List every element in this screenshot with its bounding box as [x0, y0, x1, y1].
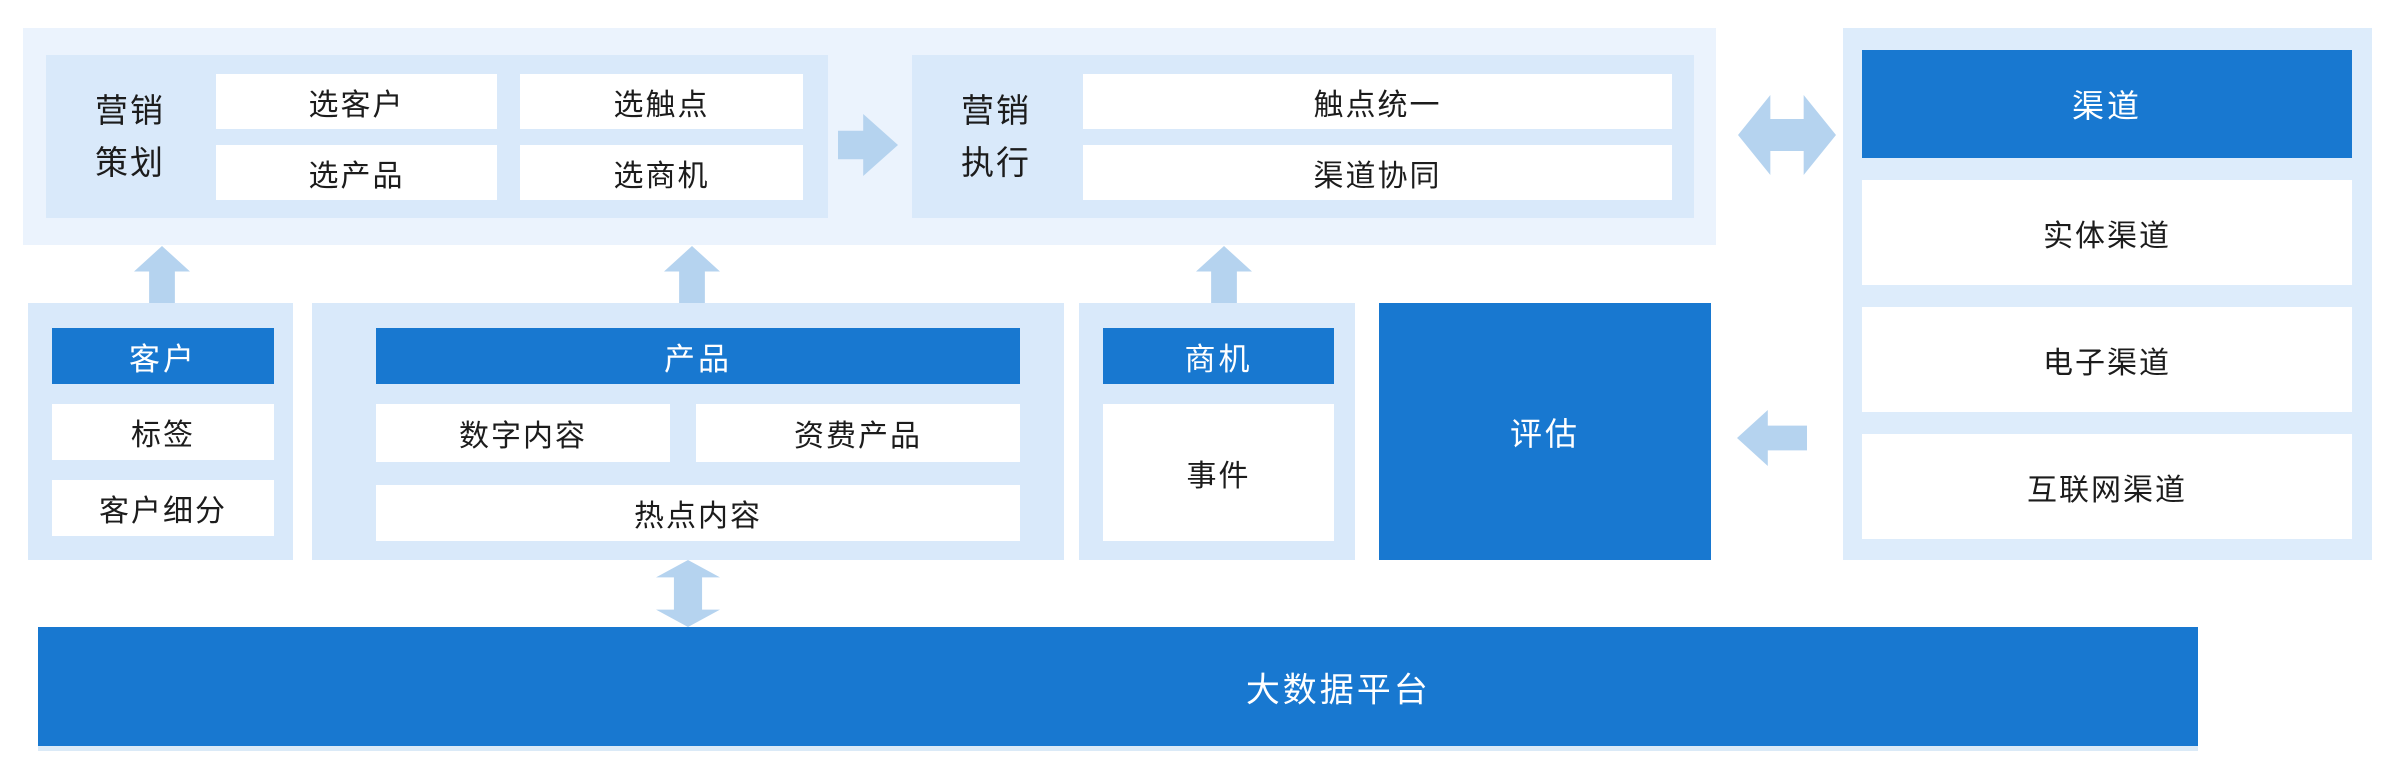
evaluation-box: 评估 [1379, 303, 1711, 560]
channel-coordination-box: 渠道协同 [1083, 145, 1672, 200]
tag-box: 标签 [52, 404, 274, 460]
marketing-execution-label: 营销 执行 [961, 92, 1031, 181]
select-opportunity-box: 选商机 [520, 145, 803, 200]
customer-segmentation-box: 客户细分 [52, 480, 274, 536]
arrow-customer-up-icon [134, 246, 190, 304]
physical-channel-box: 实体渠道 [1862, 180, 2352, 285]
event-box: 事件 [1103, 404, 1334, 541]
arrow-opportunity-up-icon [1196, 246, 1252, 304]
tariff-product-box: 资费产品 [696, 404, 1020, 462]
digital-content-box: 数字内容 [376, 404, 670, 462]
internet-channel-box: 互联网渠道 [1862, 434, 2352, 539]
electronic-channel-box: 电子渠道 [1862, 307, 2352, 412]
double-arrow-product-platform-icon [656, 560, 720, 627]
product-header: 产品 [376, 328, 1020, 384]
select-customer-box: 选客户 [216, 74, 497, 129]
customer-header: 客户 [52, 328, 274, 384]
channel-header: 渠道 [1862, 50, 2352, 158]
opportunity-header: 商机 [1103, 328, 1334, 384]
select-product-box: 选产品 [216, 145, 497, 200]
bigdata-platform-label: 大数据平台 [1245, 671, 1431, 709]
arrow-channel-to-evaluation-icon [1737, 410, 1807, 466]
double-arrow-execution-channel-icon [1738, 95, 1836, 175]
hot-content-box: 热点内容 [376, 485, 1020, 541]
bigdata-platform-bar: 大数据平台 [38, 627, 2198, 746]
marketing-planning-label: 营销 策划 [95, 92, 165, 181]
touchpoint-unification-box: 触点统一 [1083, 74, 1672, 129]
select-touchpoint-box: 选触点 [520, 74, 803, 129]
arrow-product-up-icon [664, 246, 720, 304]
